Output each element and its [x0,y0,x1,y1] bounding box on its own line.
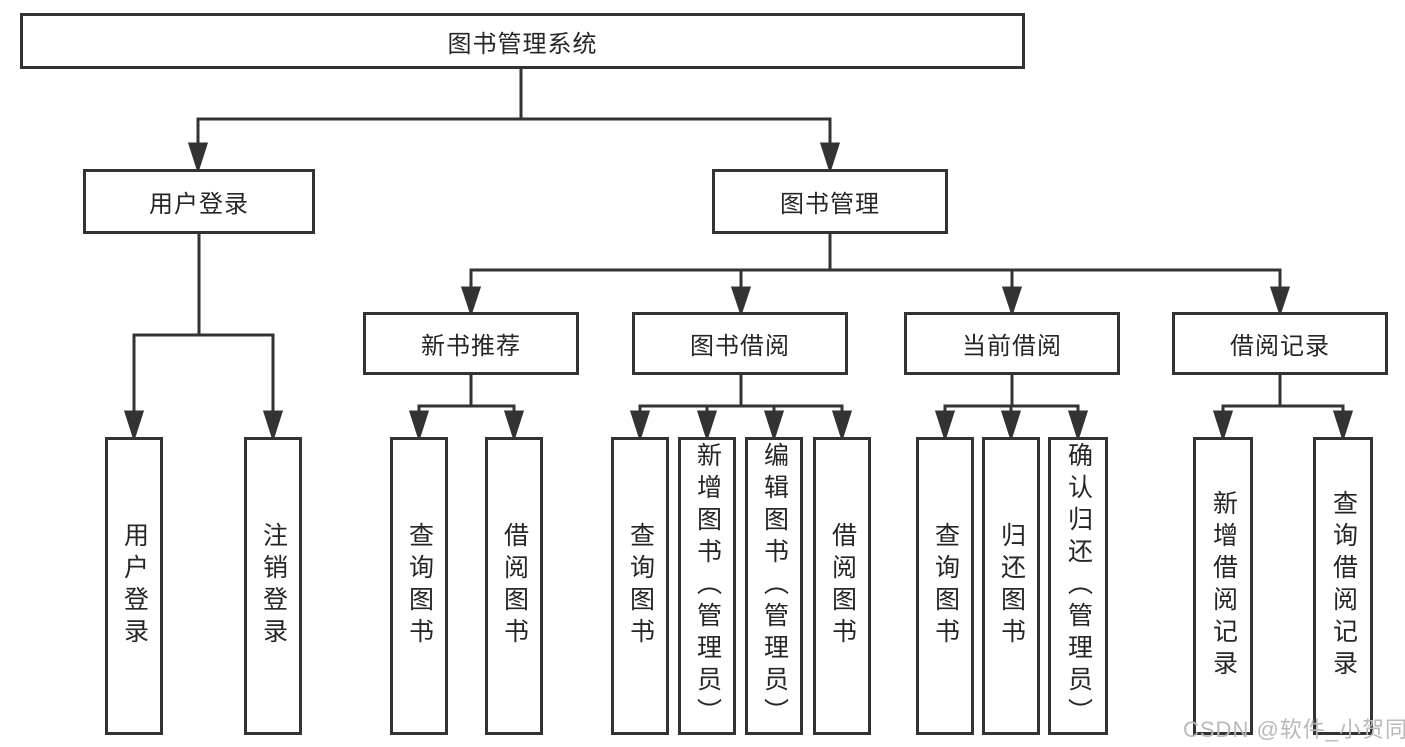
node-label: 查询图书 [931,522,960,650]
node-leaf-query-books-3: 查询图书 [916,437,974,735]
node-label: 新书推荐 [421,333,521,360]
node-leaf-return-books: 归还图书 [982,437,1040,735]
node-leaf-confirm-return-admin: 确认归还（管理员） [1048,437,1108,735]
node-label: 图书借阅 [690,333,790,360]
node-label: 查询图书 [626,522,655,650]
connector-book-mgmt-to-level3 [460,234,1291,317]
node-leaf-query-borrow-record: 查询借阅记录 [1313,437,1373,735]
connector-current-borrow-to-leaves [934,375,1089,442]
node-leaf-logout: 注销登录 [244,437,302,735]
node-label: 当前借阅 [962,333,1062,360]
node-label: 借阅记录 [1230,333,1330,360]
node-leaf-borrow-books-2: 借阅图书 [813,437,871,735]
node-leaf-query-books-2: 查询图书 [611,437,669,735]
node-label: 新增图书（管理员） [693,442,722,730]
arrow-down-icon [123,410,145,442]
node-leaf-borrow-books-1: 借阅图书 [485,437,543,735]
arrow-down-icon [262,410,284,442]
arrow-down-icon [629,410,651,442]
node-current-borrow: 当前借阅 [904,312,1120,375]
node-label: 新增借阅记录 [1209,490,1238,682]
node-leaf-edit-books-admin: 编辑图书（管理员） [745,437,803,735]
arrow-down-icon [934,410,956,442]
arrow-down-icon [1269,286,1291,317]
node-leaf-add-borrow-record: 新增借阅记录 [1193,437,1253,735]
node-leaf-add-books-admin: 新增图书（管理员） [678,437,736,735]
node-label: 归还图书 [997,522,1026,650]
arrow-down-icon [819,142,841,174]
arrow-down-icon [696,410,718,442]
node-label: 确认归还（管理员） [1064,442,1093,730]
node-label: 借阅图书 [828,522,857,650]
arrow-down-icon [730,286,752,317]
arrow-down-icon [1000,410,1022,442]
node-new-book-rec: 新书推荐 [363,312,579,375]
node-label: 图书管理 [780,191,880,218]
node-leaf-user-login: 用户登录 [105,437,163,735]
node-root-system: 图书管理系统 [20,13,1025,69]
arrow-down-icon [1212,410,1234,442]
node-label: 用户登录 [149,191,249,218]
watermark-text: CSDN @软件_小贺同学 [1183,717,1405,742]
node-leaf-query-books-1: 查询图书 [390,437,448,735]
node-label: 查询借阅记录 [1329,490,1358,682]
node-label: 用户登录 [120,522,149,650]
arrow-down-icon [187,142,209,174]
connector-user-login-to-leaves [123,234,284,442]
connector-book-borrow-to-leaves [629,375,853,442]
node-book-borrow: 图书借阅 [632,312,848,375]
node-label: 查询图书 [405,522,434,650]
node-label: 编辑图书（管理员） [760,442,789,730]
connector-new-book-rec-to-leaves [408,375,525,442]
arrow-down-icon [1332,410,1354,442]
connector-borrow-record-to-leaves [1212,375,1354,442]
arrow-down-icon [1001,286,1023,317]
node-label: 借阅图书 [500,522,529,650]
node-user-login-group: 用户登录 [83,169,315,234]
node-borrow-record: 借阅记录 [1172,312,1388,375]
node-book-mgmt-group: 图书管理 [712,169,948,234]
arrow-down-icon [460,286,482,317]
node-label: 注销登录 [259,522,288,650]
arrow-down-icon [831,410,853,442]
arrow-down-icon [763,410,785,442]
node-label: 图书管理系统 [447,30,598,58]
arrow-down-icon [408,410,430,442]
connector-root-to-level2 [187,68,841,174]
arrow-down-icon [1067,410,1089,442]
arrow-down-icon [503,410,525,442]
